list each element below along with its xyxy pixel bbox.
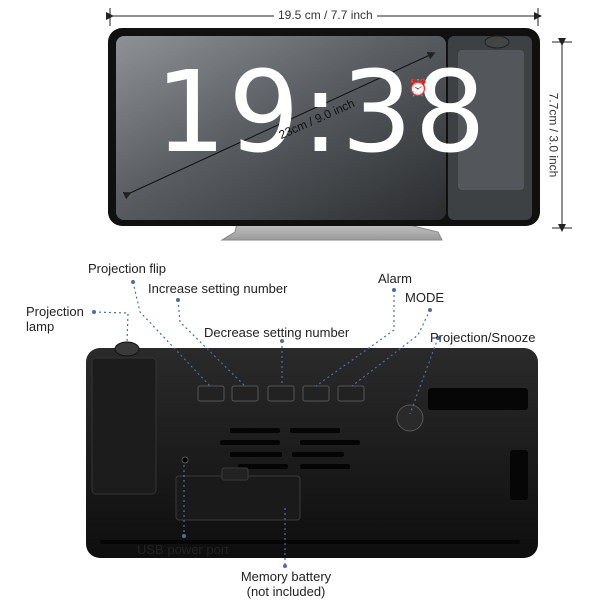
label-usb: USB power port [137,542,229,557]
alarm-indicator-icon: ⏰ [408,80,428,97]
projection-flip-button[interactable] [197,385,225,402]
label-projection-lamp-2: lamp [26,319,55,334]
clock-time-display: 19:38 [155,48,488,178]
leader-lines [93,281,439,566]
increase-button[interactable] [231,385,259,402]
label-projection-lamp-1: Projection [26,304,84,319]
label-alarm: Alarm [378,271,412,286]
label-battery-2: (not included) [246,584,326,599]
label-decrease: Decrease setting number [204,325,350,340]
height-dimension-arrow [552,38,572,232]
height-label: 7.7cm / 3.0 inch [546,89,561,181]
decrease-button[interactable] [267,385,295,402]
diagonal-dimension-arrow [122,52,436,200]
label-increase: Increase setting number [148,281,288,296]
label-mode: MODE [405,290,444,305]
label-projection-flip: Projection flip [88,261,167,276]
alarm-button[interactable] [302,385,330,402]
label-projection-snooze: Projection/Snooze [430,330,536,345]
clock-back [86,341,538,558]
width-label: 19.5 cm / 7.7 inch [274,8,377,22]
mode-button[interactable] [337,385,365,402]
label-battery-1: Memory battery [240,569,332,584]
